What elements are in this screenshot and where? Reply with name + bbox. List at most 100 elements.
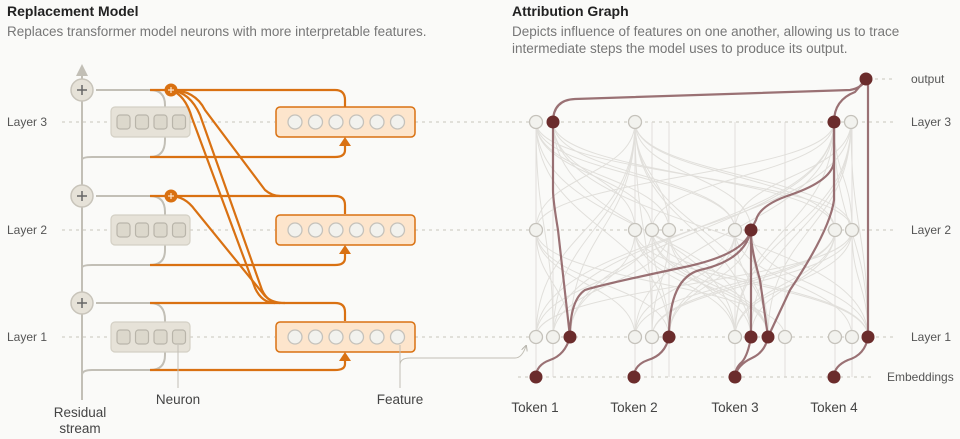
residual-stream-annotation-line2: stream: [59, 421, 100, 436]
attribution-graph-subtitle-line1: Depicts influence of features on one ano…: [512, 24, 900, 39]
active-feature-node[interactable]: [859, 72, 873, 86]
active-edge: [733, 336, 770, 378]
neuron: [116, 114, 131, 130]
edge: [535, 229, 853, 338]
feature: [287, 222, 303, 238]
edge: [535, 229, 636, 338]
active-feature-node[interactable]: [546, 115, 560, 129]
attribution-graph-diagram: output Layer 3 Layer 2 Layer 1 Embedding…: [511, 72, 953, 415]
feature: [348, 329, 365, 345]
active-feature-node[interactable]: [728, 370, 742, 384]
feature: [369, 329, 385, 345]
layer-label-2: Layer 2: [7, 223, 47, 237]
feature-node[interactable]: [827, 222, 843, 238]
active-feature-node[interactable]: [827, 370, 841, 384]
neuron: [153, 329, 168, 345]
feature-box: [275, 321, 416, 353]
active-feature-node[interactable]: [662, 330, 676, 344]
token-label-3: Token 3: [711, 400, 758, 415]
edge: [552, 121, 869, 338]
neuron-box: [110, 106, 191, 138]
feature: [369, 222, 385, 238]
neuron: [171, 329, 187, 345]
attribution-graph-subtitle: Depicts influence of features on one ano…: [512, 23, 899, 57]
feature-node[interactable]: [627, 222, 643, 238]
edge: [535, 229, 653, 338]
active-edge: [568, 229, 753, 338]
neuron-layers: [110, 106, 191, 353]
graph-nodes: [528, 72, 875, 384]
neuron-annotation: Neuron: [156, 392, 200, 407]
feature: [307, 222, 324, 238]
feature-to-graph-pointer: [399, 346, 526, 366]
edge: [535, 121, 554, 338]
active-feature-node[interactable]: [744, 223, 758, 237]
replacement-model-title: Replacement Model: [7, 3, 139, 19]
residual-arrow-icon: [76, 64, 88, 76]
edge: [833, 121, 853, 231]
feature: [287, 329, 303, 345]
edge: [767, 121, 852, 338]
edge: [634, 229, 736, 338]
feature-node[interactable]: [727, 222, 743, 238]
feature-node[interactable]: [627, 114, 643, 130]
plus-icon: [70, 291, 94, 315]
feature: [328, 329, 344, 345]
feature-node[interactable]: [727, 329, 743, 345]
feature-node[interactable]: [644, 222, 660, 238]
residual-add-nodes: [70, 78, 94, 315]
feature: [348, 222, 365, 238]
active-feature-node[interactable]: [761, 330, 775, 344]
feature-annotation: Feature: [377, 392, 424, 407]
active-feature-node[interactable]: [827, 115, 841, 129]
edge: [634, 121, 853, 231]
neuron: [171, 222, 187, 238]
feature-node[interactable]: [827, 329, 843, 345]
neuron: [134, 222, 150, 238]
row-label-embeddings: Embeddings: [887, 370, 954, 384]
feature-node[interactable]: [844, 222, 860, 238]
active-feature-node[interactable]: [563, 330, 577, 344]
feature: [328, 222, 344, 238]
feature-node[interactable]: [528, 329, 544, 345]
feature-wiring: [150, 88, 347, 372]
attribution-graph-subtitle-line2: intermediate steps the model uses to pro…: [512, 41, 848, 56]
inactive-edges: [535, 121, 869, 377]
feature-node[interactable]: [777, 329, 793, 345]
neuron-box: [110, 321, 191, 353]
feature-node[interactable]: [528, 222, 544, 238]
row-label-layer1: Layer 1: [911, 330, 951, 344]
feature-node[interactable]: [843, 114, 859, 130]
active-feature-node[interactable]: [627, 370, 641, 384]
edge: [734, 121, 852, 231]
active-feature-node[interactable]: [861, 330, 875, 344]
attribution-graph-title: Attribution Graph: [512, 3, 629, 19]
feature-node[interactable]: [528, 114, 544, 130]
arrow-up-icons: [339, 137, 351, 361]
feature: [348, 114, 365, 130]
feature-node[interactable]: [627, 329, 643, 345]
feature: [389, 329, 406, 345]
feature: [369, 114, 385, 130]
row-label-output: output: [911, 72, 945, 86]
edge: [535, 229, 670, 338]
edge: [750, 229, 869, 338]
feature-node[interactable]: [844, 329, 860, 345]
feature-node[interactable]: [661, 222, 677, 238]
edge: [634, 121, 769, 338]
layer-guides: [62, 121, 512, 338]
active-edge: [667, 229, 753, 338]
edge: [535, 229, 786, 338]
edge: [535, 121, 636, 231]
feature-node[interactable]: [644, 329, 660, 345]
active-feature-node[interactable]: [744, 330, 758, 344]
edge: [535, 121, 670, 231]
feature: [328, 114, 344, 130]
feature: [307, 114, 324, 130]
neuron: [116, 329, 131, 345]
neuron-box: [110, 214, 191, 246]
plus-icon: [70, 184, 94, 208]
feature-node[interactable]: [545, 329, 561, 345]
active-feature-node[interactable]: [529, 370, 543, 384]
